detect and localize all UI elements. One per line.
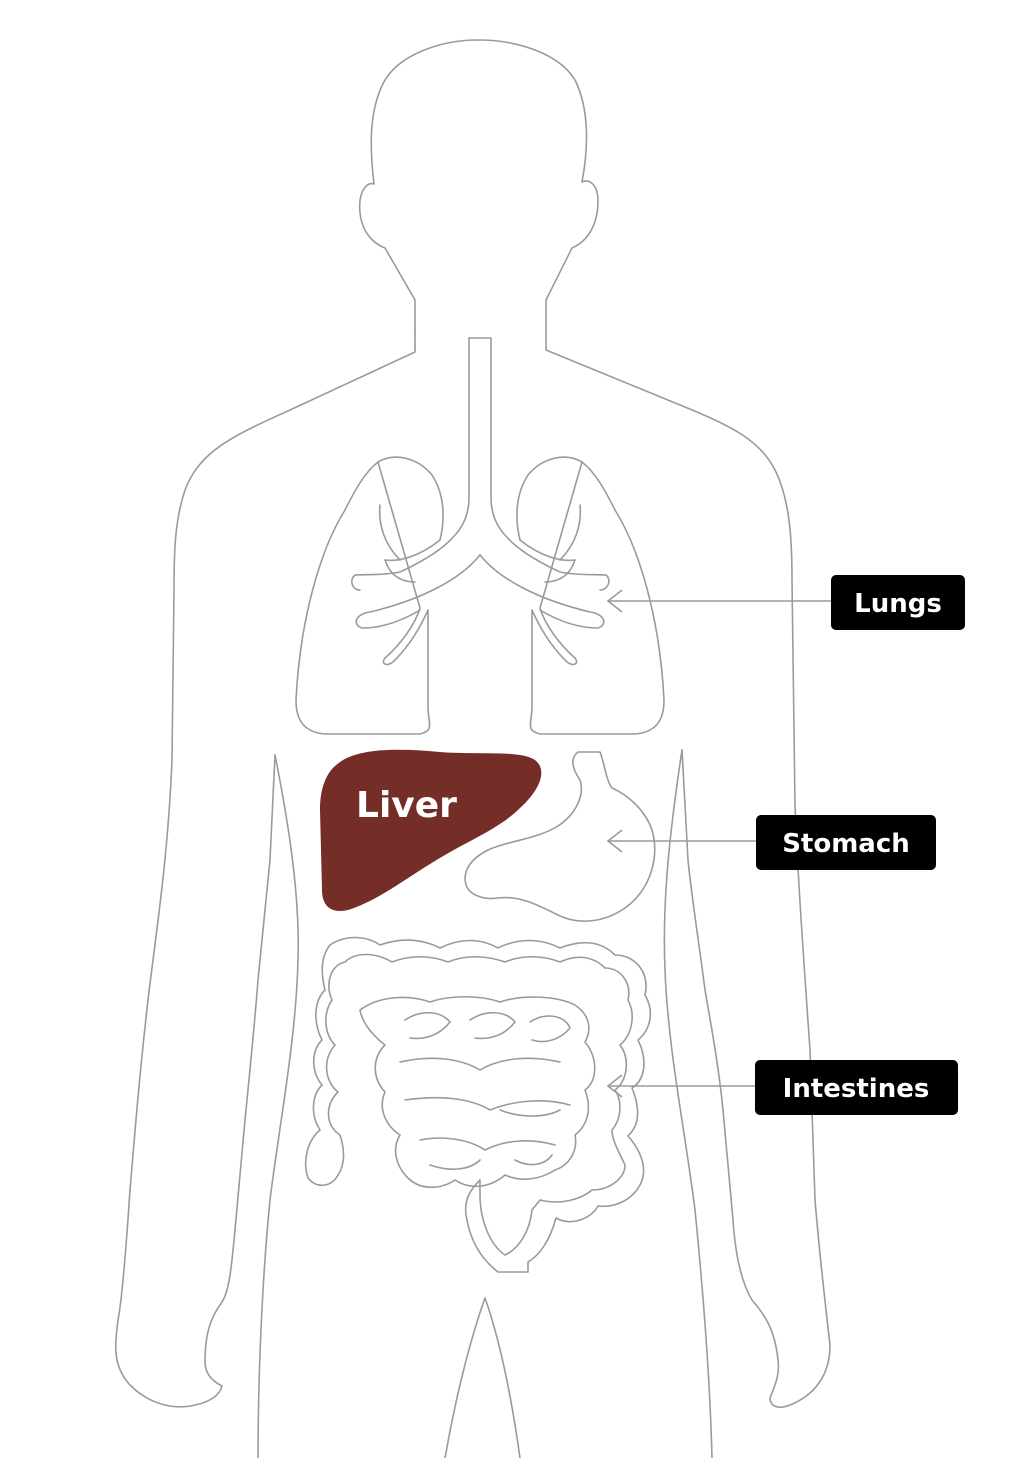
stomach-label: Stomach [782,829,910,859]
liver-label: Liver [356,785,457,826]
intestines-outline [306,938,651,1273]
label-intestines: Intestines [755,1060,958,1115]
label-lungs: Lungs [831,575,965,630]
lungs-leader [608,590,832,612]
liver-shape [320,750,541,911]
body-outline [116,40,830,1458]
stomach-leader [608,830,758,852]
lungs-label: Lungs [854,589,942,619]
lungs-outline [296,338,664,734]
intestines-leader [608,1075,756,1097]
intestines-label: Intestines [783,1074,930,1104]
liver: Liver [320,750,541,911]
label-stomach: Stomach [756,815,936,870]
